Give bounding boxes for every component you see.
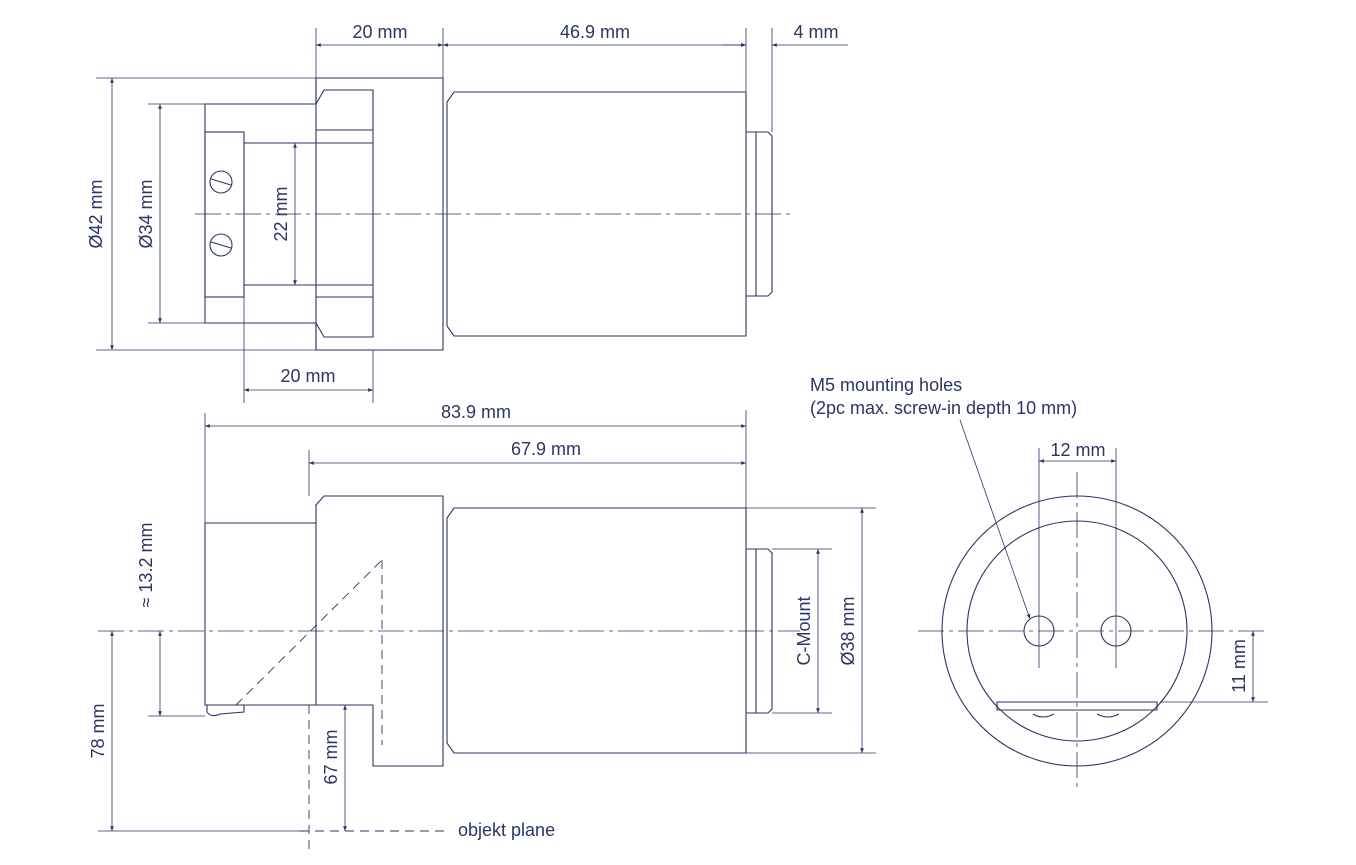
end-outer-circle bbox=[941, 495, 1213, 767]
top-flange-recess-upper bbox=[315, 89, 374, 131]
object-plane-label: objekt plane bbox=[458, 820, 555, 840]
dim-top-outer-dia-label: Ø42 mm bbox=[86, 179, 106, 248]
top-clamp-plate bbox=[204, 131, 245, 298]
mounting-note-line1: M5 mounting holes bbox=[810, 375, 962, 395]
side-mirror-diagonal bbox=[235, 559, 383, 706]
side-c-mount bbox=[746, 548, 773, 714]
dim-side-body-label: 67.9 mm bbox=[511, 439, 581, 459]
dim-side-offset-label: ≈ 13.2 mm bbox=[136, 523, 156, 608]
screw-slot bbox=[210, 241, 232, 249]
screw-slot bbox=[210, 178, 232, 186]
screw-icon bbox=[209, 233, 233, 257]
mounting-note-line2: (2pc max. screw-in depth 10 mm) bbox=[810, 398, 1077, 418]
dim-side-height-total-label: 78 mm bbox=[88, 703, 108, 758]
side-flange bbox=[315, 495, 444, 767]
dim-top-bottom-width-label: 20 mm bbox=[280, 366, 335, 386]
dim-end-hole-spacing-label: 12 mm bbox=[1050, 440, 1105, 460]
dim-side-c-mount-label: C-Mount bbox=[794, 596, 814, 665]
end-inner-circle bbox=[966, 520, 1188, 742]
end-screw-heads bbox=[1032, 713, 1120, 718]
dim-top-flange-label: 20 mm bbox=[352, 22, 407, 42]
end-flat-base bbox=[996, 701, 1158, 711]
dim-side-total-label: 83.9 mm bbox=[441, 402, 511, 422]
side-view: 83.9 mm 67.9 mm ≈ 13.2 mm 78 mm 67 mm C-… bbox=[88, 402, 876, 855]
side-screw-icon bbox=[206, 705, 245, 717]
top-c-mount bbox=[746, 131, 773, 297]
dim-top-bore-label: 22 mm bbox=[271, 186, 291, 241]
screw-icon bbox=[209, 170, 233, 194]
side-rear-block bbox=[204, 522, 373, 706]
mounting-leader-line bbox=[959, 419, 1031, 620]
top-flange-recess-lower bbox=[315, 296, 374, 338]
dim-side-diameter-label: Ø38 mm bbox=[838, 596, 858, 665]
dim-top-inner-dia-label: Ø34 mm bbox=[136, 179, 156, 248]
top-view: 20 mm 46.9 mm 4 mm Ø42 mm Ø34 mm 22 mm 2… bbox=[86, 22, 848, 403]
dim-end-hole-height-label: 11 mm bbox=[1229, 639, 1249, 693]
end-view: 12 mm 11 mm M5 mounting holes (2pc max. … bbox=[810, 375, 1268, 790]
dim-top-body-label: 46.9 mm bbox=[560, 22, 630, 42]
top-body-cylinder bbox=[446, 91, 747, 337]
dim-side-height-inner-label: 67 mm bbox=[321, 729, 341, 784]
dim-top-mount-label: 4 mm bbox=[794, 22, 839, 42]
side-body-cylinder bbox=[446, 507, 747, 754]
